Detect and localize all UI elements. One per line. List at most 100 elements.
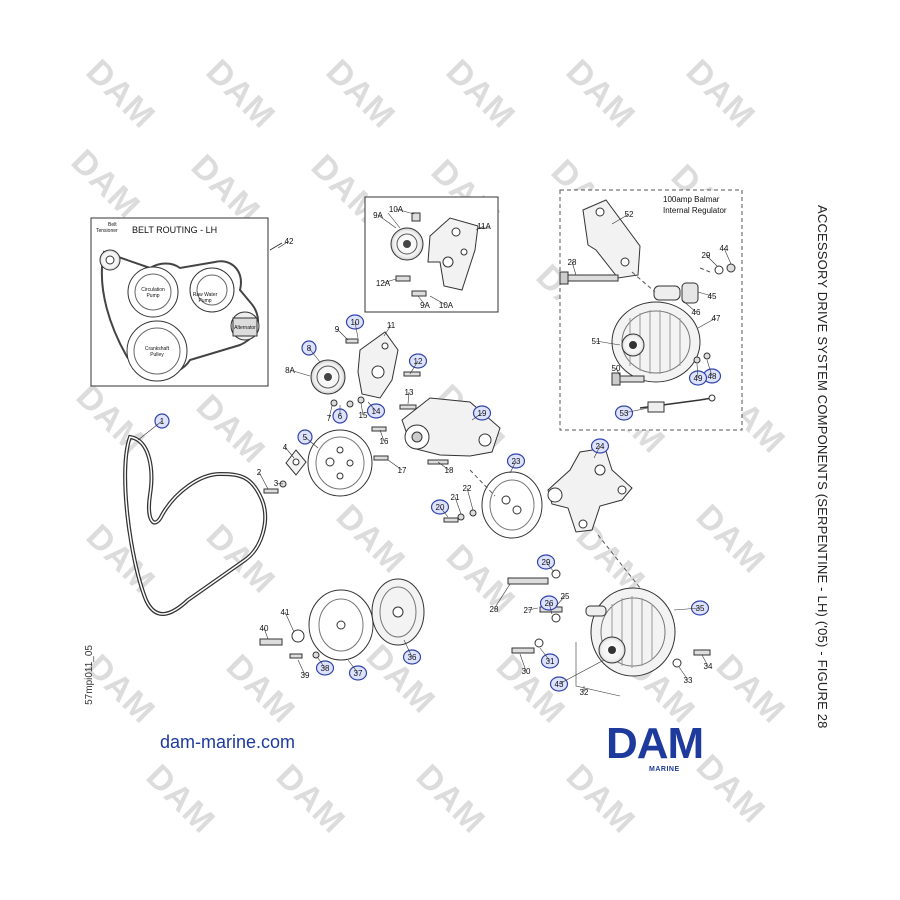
alternator-note-line1: 100amp Balmar: [663, 195, 720, 204]
bolt-40: [259, 638, 283, 646]
bolt-12a: [395, 275, 411, 282]
callout-label-28b: 28: [490, 605, 499, 614]
callout-label-45: 45: [708, 292, 717, 301]
leader-line-42: [277, 240, 290, 249]
leader-line-8A: [289, 369, 311, 377]
leader-line-28b: [493, 583, 511, 610]
tensioner-bracket-11: [357, 331, 399, 399]
leader-line-13: [407, 391, 410, 405]
callout-label-37: 37: [354, 669, 363, 678]
raw-water-pump-pulley-23: [481, 471, 543, 539]
callout-label-10A_2: 10A: [439, 301, 454, 310]
callout-label-6: 6: [338, 412, 343, 421]
bolt-50: [617, 375, 645, 383]
callout-label-53: 53: [620, 409, 629, 418]
callout-label-25: 25: [561, 592, 570, 601]
belt-routing-title: BELT ROUTING - LH: [132, 225, 217, 235]
website-link[interactable]: dam-marine.com: [160, 732, 296, 752]
callout-label-3: 3: [274, 479, 279, 488]
leader-line-20: [439, 506, 449, 518]
wiring-harness-53: [647, 401, 665, 413]
callout-label-24: 24: [596, 442, 605, 451]
idler-assembly: [310, 331, 421, 410]
leader-line-22: [466, 487, 474, 511]
leader-line-5: [304, 436, 319, 449]
leader-line-44: [723, 247, 732, 265]
leader-line-45: [697, 291, 713, 297]
callout-label-19: 19: [478, 409, 487, 418]
leader-line-50: [615, 367, 621, 377]
bolt-28-upper: [565, 274, 619, 282]
brand-logo: DAM: [606, 722, 704, 766]
crankshaft-pulley: [126, 320, 188, 382]
callout-label-12: 12: [414, 357, 423, 366]
leader-line-37: [347, 659, 359, 674]
leader-lines: [137, 208, 732, 692]
alternator-note-line2: Internal Regulator: [663, 206, 727, 215]
callout-label-8A: 8A: [285, 366, 295, 375]
callout-label-33: 33: [684, 676, 693, 685]
leader-line-26: [548, 602, 553, 615]
alternator-label: Alternator: [234, 325, 256, 331]
callout-label-13: 13: [405, 388, 414, 397]
crankshaft-pulley-assembly: [259, 578, 425, 661]
leader-line-1: [137, 420, 163, 441]
leader-line-9A_2: [417, 295, 426, 306]
callout-label-39: 39: [301, 671, 310, 680]
leader-line-29b: [705, 254, 718, 267]
callout-label-32: 32: [580, 688, 589, 697]
callout-label-35: 35: [696, 604, 705, 613]
callout-label-31: 31: [546, 657, 555, 666]
callout-label-15: 15: [359, 411, 368, 420]
callout-label-30: 30: [522, 667, 531, 676]
callout-label-11A: 11A: [477, 222, 491, 231]
callout-label-7: 7: [327, 414, 332, 423]
leader-line-21: [454, 496, 462, 515]
callout-label-34: 34: [704, 662, 713, 671]
leader-line-49: [696, 363, 699, 379]
leader-line-4: [284, 446, 295, 459]
bolt-28-lower: [507, 577, 549, 585]
callout-label-16: 16: [380, 437, 389, 446]
leader-line-36: [403, 639, 413, 658]
leader-line-33: [678, 666, 689, 681]
leader-line-38: [317, 657, 326, 669]
leader-line-47: [697, 317, 717, 329]
callout-label-51: 51: [592, 337, 601, 346]
callout-label-12A: 12A: [376, 279, 391, 288]
serpentine-belt-1: [123, 434, 268, 616]
leader-line-25: [555, 595, 566, 607]
callout-label-43: 43: [555, 680, 564, 689]
brand-subtitle: MARINE: [649, 766, 680, 773]
leader-line-19: [471, 412, 483, 421]
callout-label-47: 47: [712, 314, 721, 323]
brand-logo-text: DAM: [606, 722, 703, 766]
leader-line-11: [383, 324, 392, 337]
callout-label-17: 17: [398, 466, 407, 475]
leader-line-31: [539, 647, 551, 662]
leader-line-24: [593, 445, 601, 459]
leader-line-46: [681, 299, 697, 313]
leader-line-41: [284, 611, 295, 633]
leader-line-48: [706, 359, 713, 377]
leader-line-11A: [475, 225, 485, 231]
raw-water-pump-pulley: [189, 267, 235, 313]
leader-line-10A_2: [429, 295, 447, 306]
tensioner-detail-box: [364, 196, 499, 313]
callout-label-11: 11: [387, 321, 396, 330]
callout-label-42: 42: [285, 237, 294, 246]
leader-line-34: [701, 654, 709, 667]
leader-line-51: [595, 340, 621, 346]
leader-line-18: [437, 461, 450, 471]
callout-label-1: 1: [160, 417, 165, 426]
bolt-30: [511, 647, 535, 654]
callout-label-49: 49: [694, 374, 703, 383]
leader-line-14: [367, 401, 377, 412]
drawing-code: 57mpi011_05: [84, 645, 95, 705]
